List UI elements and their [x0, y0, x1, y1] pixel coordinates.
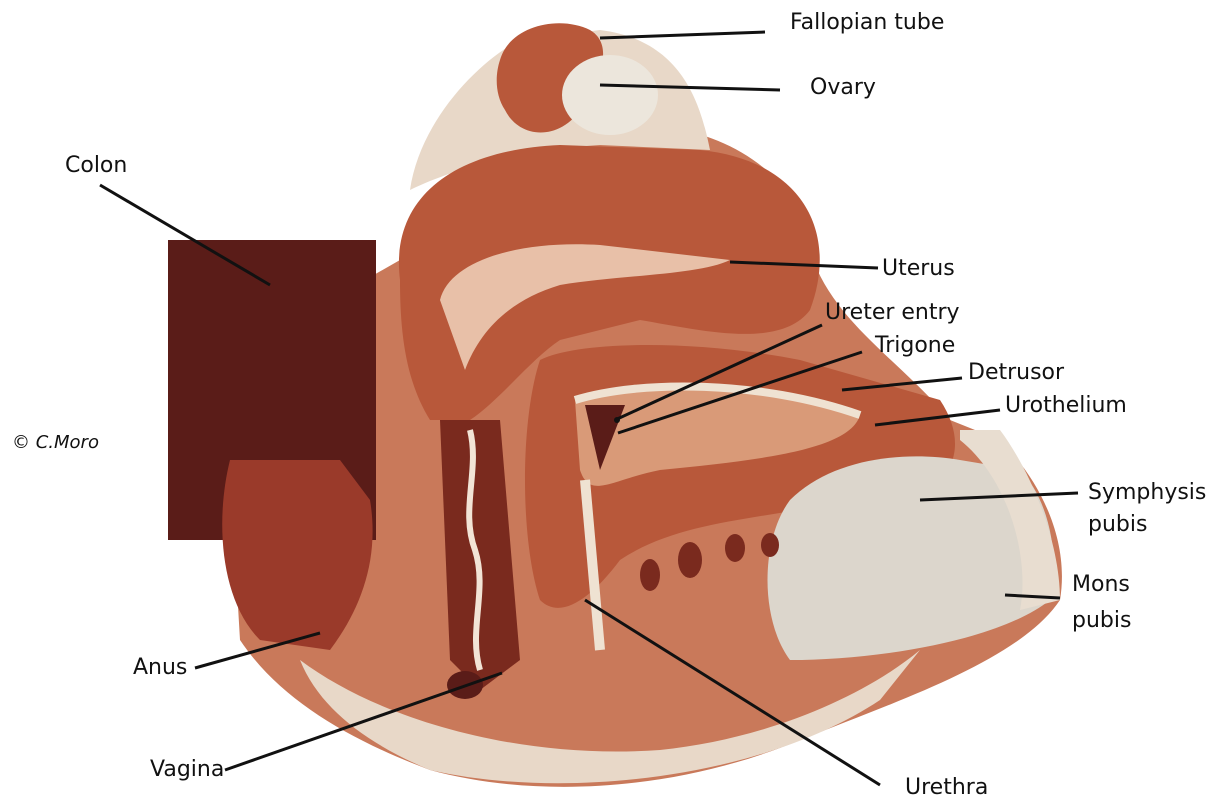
label-mons-line1: Mons	[1072, 572, 1130, 598]
leader-fallopian-tube	[600, 32, 765, 38]
vessel-4	[761, 533, 779, 557]
label-symphysis-line2: pubis	[1088, 512, 1147, 538]
label-urothelium: Urothelium	[1005, 393, 1127, 419]
label-urethra: Urethra	[905, 775, 988, 801]
label-trigone: Trigone	[875, 333, 955, 359]
label-ovary: Ovary	[810, 75, 876, 101]
label-fallopian-tube: Fallopian tube	[790, 10, 944, 36]
label-detrusor: Detrusor	[968, 360, 1064, 386]
ureter-entry-dot	[614, 417, 620, 423]
vessel-3	[725, 534, 745, 562]
label-vagina: Vagina	[150, 757, 224, 783]
label-colon: Colon	[65, 153, 127, 179]
label-symphysis-line1: Symphysis	[1088, 480, 1206, 506]
label-uterus: Uterus	[882, 256, 955, 282]
label-mons-line2: pubis	[1072, 608, 1131, 634]
ovary-shape	[562, 55, 658, 135]
label-ureter-entry: Ureter entry	[825, 300, 960, 326]
vessel-1	[640, 559, 660, 591]
label-anus: Anus	[133, 655, 187, 681]
copyright-text: © C.Moro	[12, 432, 99, 453]
vessel-2	[678, 542, 702, 578]
